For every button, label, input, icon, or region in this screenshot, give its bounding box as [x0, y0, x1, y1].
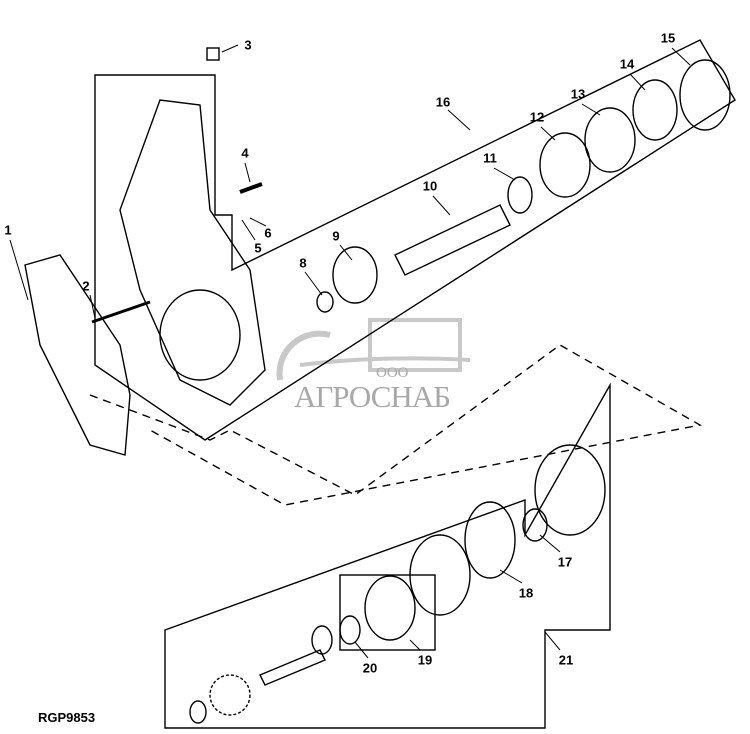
callout-5: 5 [254, 240, 262, 256]
seal-14 [632, 79, 678, 141]
callout-10: 10 [422, 178, 438, 194]
bolt-part [239, 182, 263, 194]
callout-19: 19 [417, 652, 433, 668]
dashed-link [89, 344, 702, 506]
end-bearing-part [189, 700, 207, 724]
callout-15: 15 [660, 30, 676, 46]
callout-14: 14 [619, 56, 635, 72]
watermark-name: АГРОСНАБ [294, 379, 451, 414]
callout-1: 1 [4, 222, 12, 238]
lower-shaft-part [259, 649, 326, 686]
housing-bore [159, 289, 241, 381]
bearing-12 [539, 132, 591, 198]
flange-15 [679, 59, 731, 131]
stud-part [91, 300, 151, 324]
gear-part [209, 674, 251, 716]
leader-lines [9, 44, 691, 659]
seal-ring-9 [332, 246, 378, 304]
plug-part [206, 47, 220, 61]
callout-6: 6 [264, 225, 272, 241]
bearing-20 [339, 615, 361, 645]
seal-17 [522, 508, 548, 542]
callout-17: 17 [557, 554, 573, 570]
callout-18: 18 [518, 585, 534, 601]
callout-2: 2 [82, 278, 90, 294]
callout-16: 16 [435, 94, 451, 110]
seal-ring-19 [364, 575, 416, 641]
bearing-part [311, 625, 333, 655]
group-19-frame [339, 574, 436, 651]
callout-20: 20 [362, 660, 378, 676]
watermark-logo [276, 318, 471, 381]
gasket-part [24, 254, 131, 456]
housing-group-frame [94, 39, 736, 441]
callout-11: 11 [483, 150, 497, 166]
callout-21: 21 [558, 652, 574, 668]
callout-12: 12 [529, 109, 545, 125]
figure-id: RGP9853 [38, 710, 96, 725]
impeller-part [534, 444, 606, 536]
callout-8: 8 [299, 255, 307, 271]
callout-9: 9 [332, 228, 340, 244]
snap-ring-18 [464, 501, 516, 579]
impeller-group-frame [164, 382, 611, 729]
ring-8 [316, 291, 334, 313]
watermark-prefix: ООО [376, 365, 409, 381]
o-ring-13 [584, 107, 636, 173]
shaft-part [394, 204, 511, 276]
callout-13: 13 [570, 86, 586, 102]
callout-4: 4 [241, 145, 249, 161]
callout-3: 3 [244, 37, 252, 53]
o-ring-11 [507, 176, 533, 214]
